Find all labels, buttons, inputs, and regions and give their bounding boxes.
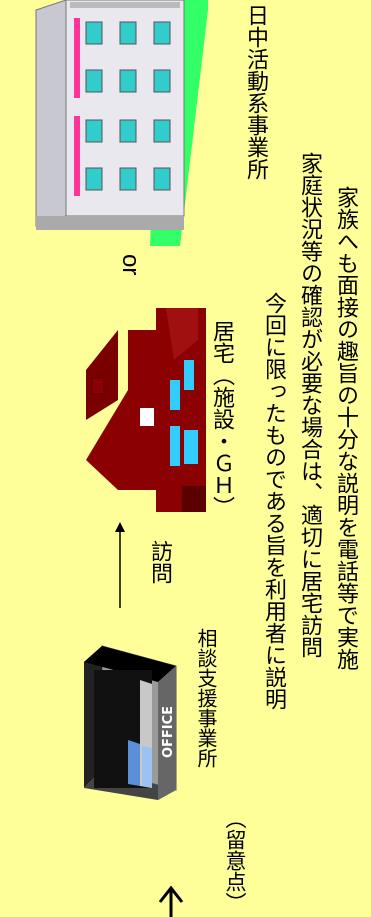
- notes-heading: （留意点）: [223, 808, 247, 913]
- or-label: or: [117, 254, 144, 276]
- bottom-arrow-icon: [158, 885, 184, 917]
- note-item: 家族へも面接の趣旨の十分な説明を電話等で実施: [333, 186, 358, 670]
- day-activity-building-icon: [35, 0, 208, 246]
- day-activity-label: 日中活動系事業所: [243, 4, 268, 180]
- home-label: 居宅（施設・ＧＨ）: [209, 320, 234, 518]
- office-building-icon: OFFICE: [84, 645, 177, 800]
- note-item: 今回に限ったものである旨を利用者に説明: [261, 292, 286, 710]
- note-item: 家庭状況等の確認が必要な場合は、適切に居宅訪問: [297, 152, 322, 658]
- office-label: 相談支援事業所: [194, 628, 218, 768]
- house-icon: [86, 308, 206, 512]
- visit-label: 訪問: [147, 540, 172, 584]
- visit-arrow-icon: [115, 522, 125, 608]
- office-sign: OFFICE: [161, 706, 176, 758]
